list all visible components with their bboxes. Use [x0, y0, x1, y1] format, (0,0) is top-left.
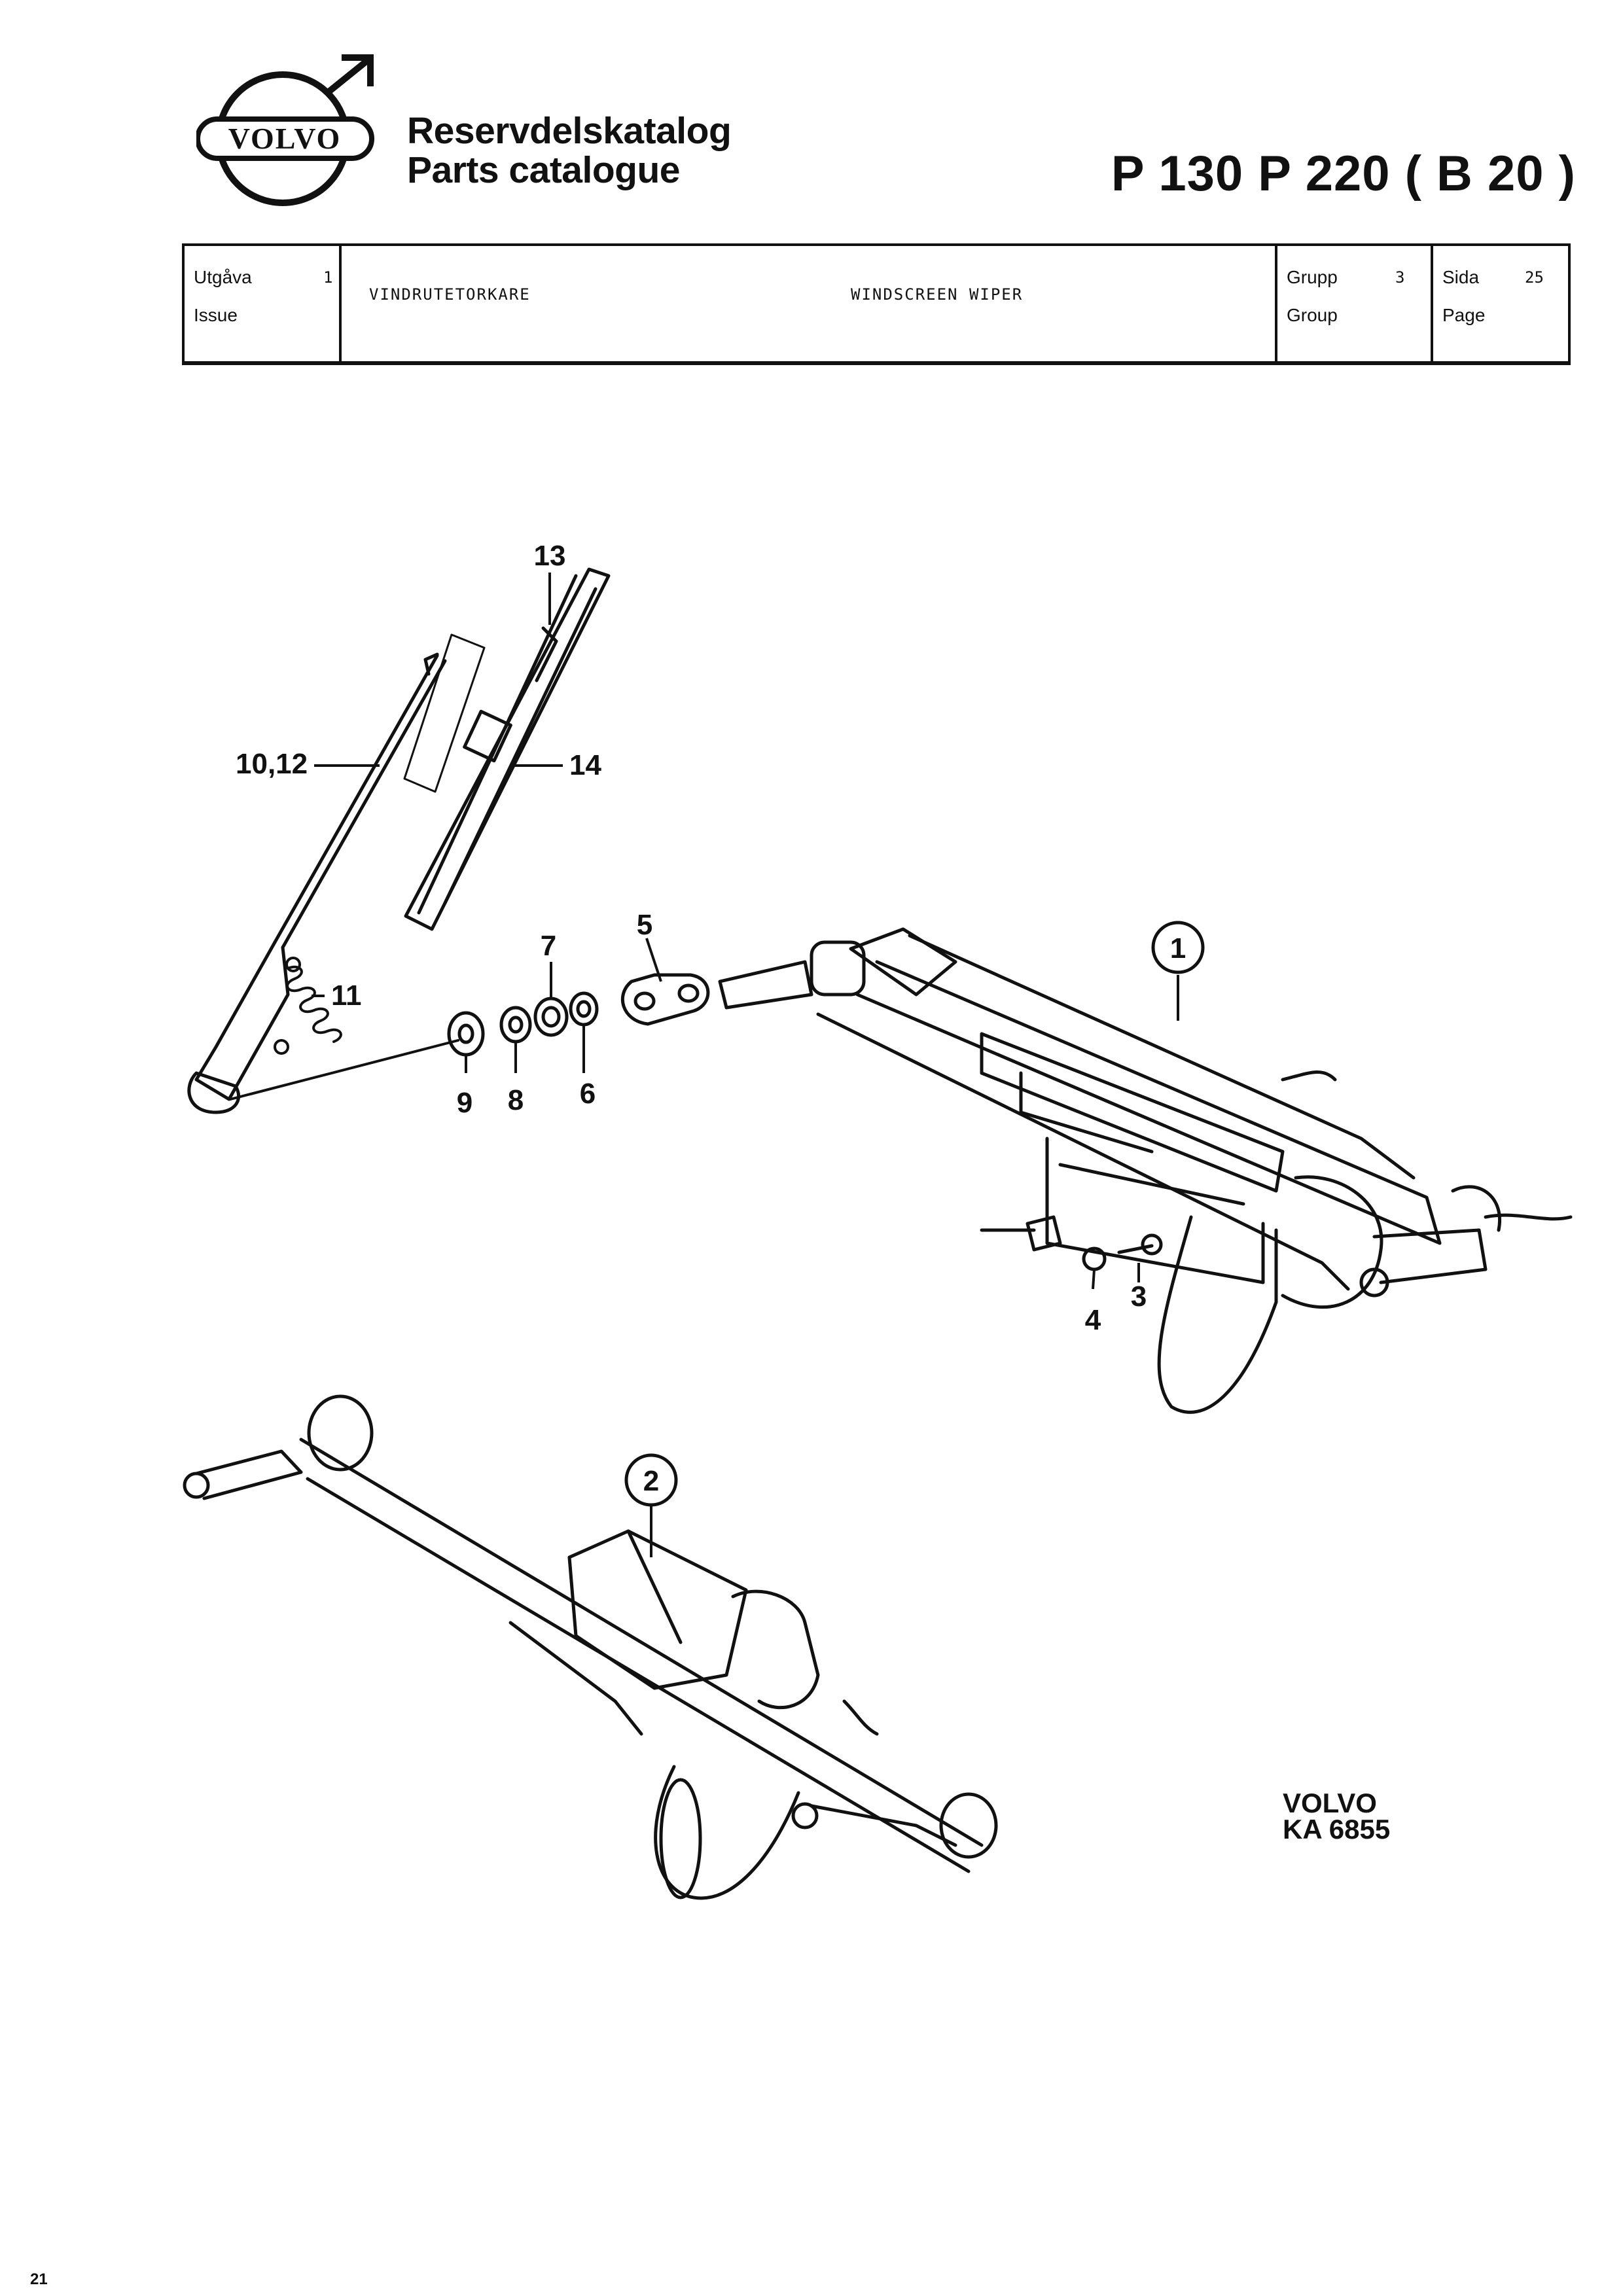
callout-1: 1 [1170, 932, 1186, 964]
title-swedish: Reservdelskatalog [407, 110, 732, 152]
wiper-assembly-1 [718, 927, 1573, 1414]
callout-4: 4 [1085, 1304, 1101, 1336]
washer-stack [447, 991, 599, 1057]
group-cell: Grupp Group 3 [1277, 246, 1433, 361]
issue-label-en: Issue [194, 305, 238, 325]
figure-brand: VOLVO [1283, 1788, 1377, 1818]
title-english: Parts catalogue [407, 149, 681, 191]
callout-3: 3 [1131, 1280, 1147, 1313]
figure-reference: VOLVO KA 6855 [1283, 1790, 1390, 1843]
page-cell: Sida Page 25 [1433, 246, 1568, 361]
description-en: WINDSCREEN WIPER [851, 285, 1024, 304]
callout-2: 2 [643, 1465, 659, 1497]
callout-10-12: 10,12 [236, 748, 308, 780]
callout-8: 8 [508, 1084, 524, 1116]
volvo-logo: VOLVO [196, 54, 374, 206]
callout-13: 13 [534, 540, 566, 572]
group-value: 3 [1395, 268, 1405, 287]
wiper-blade [404, 567, 611, 931]
wiper-arm [187, 652, 459, 1114]
catalogue-title: Reservdelskatalog Parts catalogue [407, 110, 732, 191]
logo-wordmark: VOLVO [228, 122, 342, 155]
callout-6: 6 [580, 1078, 596, 1110]
callout-circle-1 [1151, 921, 1205, 974]
info-table: Utgåva Issue 1 VINDRUTETORKARE WINDSCREE… [182, 243, 1571, 365]
page-label-sv: Sida [1442, 267, 1480, 287]
group-label-sv: Grupp [1287, 267, 1338, 287]
description-sv: VINDRUTETORKARE [369, 285, 531, 304]
page-value: 25 [1525, 268, 1544, 287]
callout-11: 11 [331, 980, 362, 1012]
wiper-spring [274, 957, 342, 1055]
callout-7: 7 [541, 930, 556, 962]
link-plate [620, 973, 710, 1026]
issue-cell: Utgåva Issue 1 [185, 246, 342, 361]
callout-9: 9 [457, 1087, 473, 1119]
callout-14: 14 [569, 749, 601, 781]
callout-circle-2 [624, 1453, 678, 1507]
figure-code: KA 6855 [1283, 1814, 1391, 1845]
issue-value: 1 [323, 268, 333, 287]
model-designation: P 130 P 220 ( B 20 ) [1111, 146, 1576, 202]
issue-label-sv: Utgåva [194, 267, 252, 287]
connection-outline [403, 633, 486, 793]
description-cell: VINDRUTETORKARE WINDSCREEN WIPER [342, 246, 1277, 361]
page-label-en: Page [1442, 305, 1486, 325]
callout-5: 5 [637, 909, 652, 941]
group-label-en: Group [1287, 305, 1338, 325]
footer-mark: 21 [30, 2270, 48, 2288]
wiper-assembly-2 [183, 1394, 998, 1900]
